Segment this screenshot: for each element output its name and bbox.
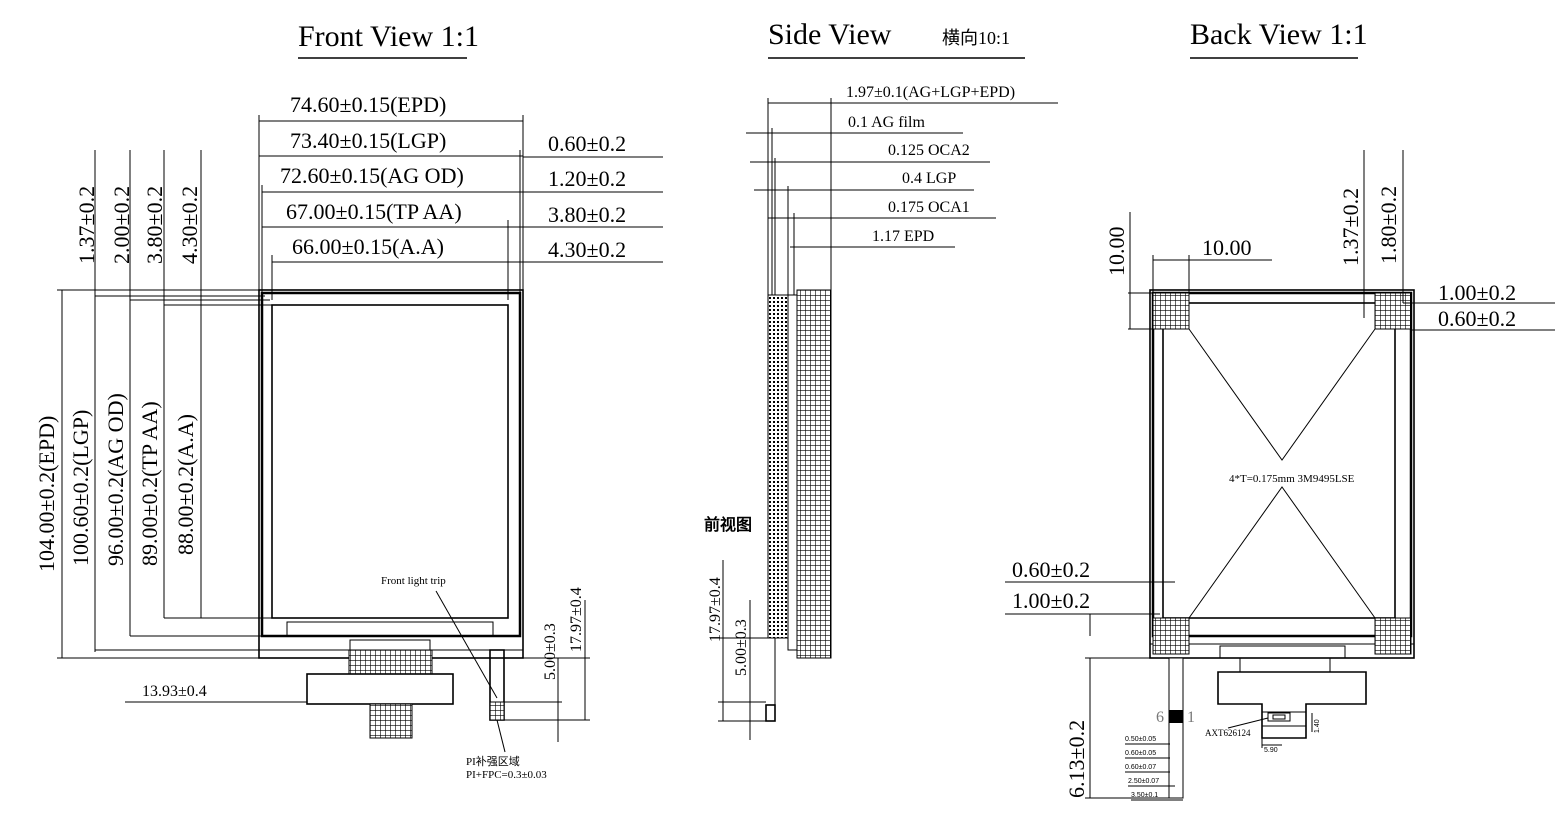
dim-height-ag: 96.00±0.2(AG OD) xyxy=(103,393,128,566)
dim-height-tp: 89.00±0.2(TP AA) xyxy=(137,401,162,566)
back-dim-top-1: 1.37±0.2 xyxy=(1338,188,1363,266)
side-view-title: Side View xyxy=(768,18,892,51)
layer-lgp: 0.4 LGP xyxy=(902,170,956,187)
dim-right-3: 3.80±0.2 xyxy=(548,202,626,227)
dim-right-4: 4.30±0.2 xyxy=(548,237,626,262)
back-tape-tr xyxy=(1374,292,1412,330)
dim-top-4: 4.30±0.2 xyxy=(177,186,202,264)
back-lgp-frame xyxy=(1151,291,1413,638)
side-view: Side View 横向10:1 1.97±0.1(AG+LGP+EPD) 0.… xyxy=(704,18,1058,740)
back-dim-left-1: 0.60±0.2 xyxy=(1012,557,1090,582)
side-front-label: 前视图 xyxy=(704,515,752,534)
dim-right-1: 0.60±0.2 xyxy=(548,131,626,156)
front-view-title: Front View 1:1 xyxy=(298,20,479,53)
side-lgp-stack xyxy=(767,294,789,639)
back-tape-bl xyxy=(1152,617,1190,655)
layer-oca2: 0.125 OCA2 xyxy=(888,142,970,159)
back-tail-contact xyxy=(1169,710,1183,723)
side-dim-tail-1: 5.00±0.3 xyxy=(733,619,750,676)
front-fpc-grid xyxy=(348,649,433,675)
back-dim-square-w: 10.00 xyxy=(1202,235,1252,260)
layer-total: 1.97±0.1(AG+LGP+EPD) xyxy=(846,84,1015,101)
front-panel-outline xyxy=(258,289,524,659)
dim-width-aa: 66.00±0.15(A.A) xyxy=(292,234,444,259)
back-pin-1: 1 xyxy=(1187,709,1195,726)
front-light-trip-label: Front light trip xyxy=(381,575,446,587)
dim-tail-1: 5.00±0.3 xyxy=(542,623,559,680)
dim-height-epd: 104.00±0.2(EPD) xyxy=(34,416,59,572)
back-dim-tail: 6.13±0.2 xyxy=(1064,720,1089,798)
layer-epd: 1.17 EPD xyxy=(872,228,934,245)
back-view-title: Back View 1:1 xyxy=(1190,18,1368,51)
back-dim-top-2: 1.80±0.2 xyxy=(1376,186,1401,264)
dim-height-aa: 88.00±0.2(A.A) xyxy=(173,414,198,555)
back-conn-w: 5.90 xyxy=(1264,747,1278,754)
back-view: Back View 1:1 4*T=0.175mm 3M9495LSE 10.0… xyxy=(1005,18,1555,801)
pin-dim-4: 2.50±0.07 xyxy=(1128,778,1159,785)
dim-width-lgp: 73.40±0.15(LGP) xyxy=(290,128,446,153)
back-dim-right-1: 1.00±0.2 xyxy=(1438,280,1516,305)
pin-dim-2: 0.60±0.05 xyxy=(1125,750,1156,757)
front-fpc-tail xyxy=(369,703,413,739)
dim-width-tp: 67.00±0.15(TP AA) xyxy=(286,199,462,224)
back-dim-left-2: 1.00±0.2 xyxy=(1012,588,1090,613)
pin-dim-5: 3.50±0.1 xyxy=(1131,792,1158,799)
pin-dim-1: 0.50±0.05 xyxy=(1125,736,1156,743)
dim-height-lgp: 100.60±0.2(LGP) xyxy=(68,410,93,566)
front-fpc-body xyxy=(306,673,454,705)
back-fpc xyxy=(1217,671,1367,739)
dim-top-3: 3.80±0.2 xyxy=(142,186,167,264)
back-tape-br xyxy=(1374,617,1412,655)
back-tape-tl xyxy=(1152,292,1190,330)
back-connector-label: AXT626124 xyxy=(1205,728,1251,738)
front-active-area xyxy=(271,304,509,619)
back-conn-h: 1.40 xyxy=(1314,719,1321,733)
back-dim-right-2: 0.60±0.2 xyxy=(1438,306,1516,331)
dim-tail-2: 17.97±0.4 xyxy=(568,587,585,652)
pin-dim-3: 0.60±0.07 xyxy=(1125,764,1156,771)
side-dim-tail-2: 17.97±0.4 xyxy=(707,577,724,642)
pi-label-1: PI补强区域 xyxy=(466,755,520,768)
layer-ag: 0.1 AG film xyxy=(848,114,925,131)
back-pin-6: 6 xyxy=(1156,709,1164,726)
pi-label-2: PI+FPC=0.3±0.03 xyxy=(466,769,547,781)
side-view-scale: 横向10:1 xyxy=(942,28,1010,48)
dim-width-epd: 74.60±0.15(EPD) xyxy=(290,92,446,117)
dim-fpc-width: 13.93±0.4 xyxy=(142,683,207,700)
back-fpc-tail xyxy=(1168,657,1184,799)
dim-width-ag: 72.60±0.15(AG OD) xyxy=(280,163,464,188)
layer-oca1: 0.175 OCA1 xyxy=(888,199,970,216)
back-tape-label: 4*T=0.175mm 3M9495LSE xyxy=(1229,473,1355,485)
dim-right-2: 1.20±0.2 xyxy=(548,166,626,191)
pin-dims: 0.50±0.05 0.60±0.05 0.60±0.07 2.50±0.07 … xyxy=(1125,736,1183,801)
back-dim-square-h: 10.00 xyxy=(1104,227,1129,277)
front-view: Front View 1:1 74.60±0.15(EPD) 73.40±0.1… xyxy=(34,20,663,781)
back-connector xyxy=(1267,712,1291,722)
side-epd-stack xyxy=(796,289,832,659)
